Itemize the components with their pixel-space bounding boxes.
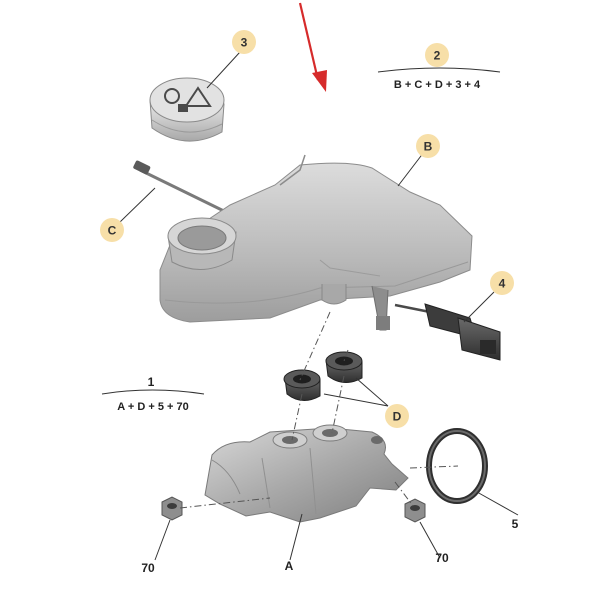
label-a: A <box>285 559 294 573</box>
level-sensor-rod-part <box>133 160 231 216</box>
level-sensor-connector-part <box>394 303 501 361</box>
nut-left-part <box>161 496 183 521</box>
callout-leader-lines <box>119 51 519 561</box>
label-5: 5 <box>512 517 519 531</box>
svg-text:1: 1 <box>148 375 155 389</box>
reservoir-cap-part <box>149 77 225 142</box>
callout-badge-3: 3 <box>232 30 256 54</box>
callout-badge-b: B <box>416 134 440 158</box>
kit-callout-1: 1 A + D + 5 + 70 <box>101 375 205 413</box>
callout-badge-c: C <box>100 218 124 242</box>
svg-text:3: 3 <box>241 36 248 50</box>
label-70-left: 70 <box>141 561 155 575</box>
svg-text:B: B <box>424 140 433 154</box>
svg-text:2: 2 <box>434 49 441 63</box>
svg-text:D: D <box>393 410 402 424</box>
svg-text:B + C + D + 3 + 4: B + C + D + 3 + 4 <box>394 79 481 91</box>
red-arrow-indicator <box>298 2 327 92</box>
svg-text:4: 4 <box>499 277 506 291</box>
svg-text:C: C <box>108 224 117 238</box>
assembly-dashed-lines <box>179 311 459 509</box>
callout-badge-d: D <box>385 404 409 428</box>
svg-text:A + D + 5 + 70: A + D + 5 + 70 <box>117 401 188 413</box>
brake-fluid-reservoir-part <box>159 154 473 331</box>
master-cylinder-part <box>204 424 409 523</box>
o-ring-seal-part <box>426 428 488 504</box>
nut-right-part <box>404 498 426 523</box>
reservoir-seal-right-part <box>325 351 363 383</box>
kit-callout-2-formula: B + C + D + 3 + 4 <box>377 67 501 91</box>
reservoir-seal-left-part <box>283 369 321 401</box>
callout-badge-2: 2 <box>425 43 449 67</box>
callout-badge-4: 4 <box>490 271 514 295</box>
label-70-right: 70 <box>435 551 449 565</box>
